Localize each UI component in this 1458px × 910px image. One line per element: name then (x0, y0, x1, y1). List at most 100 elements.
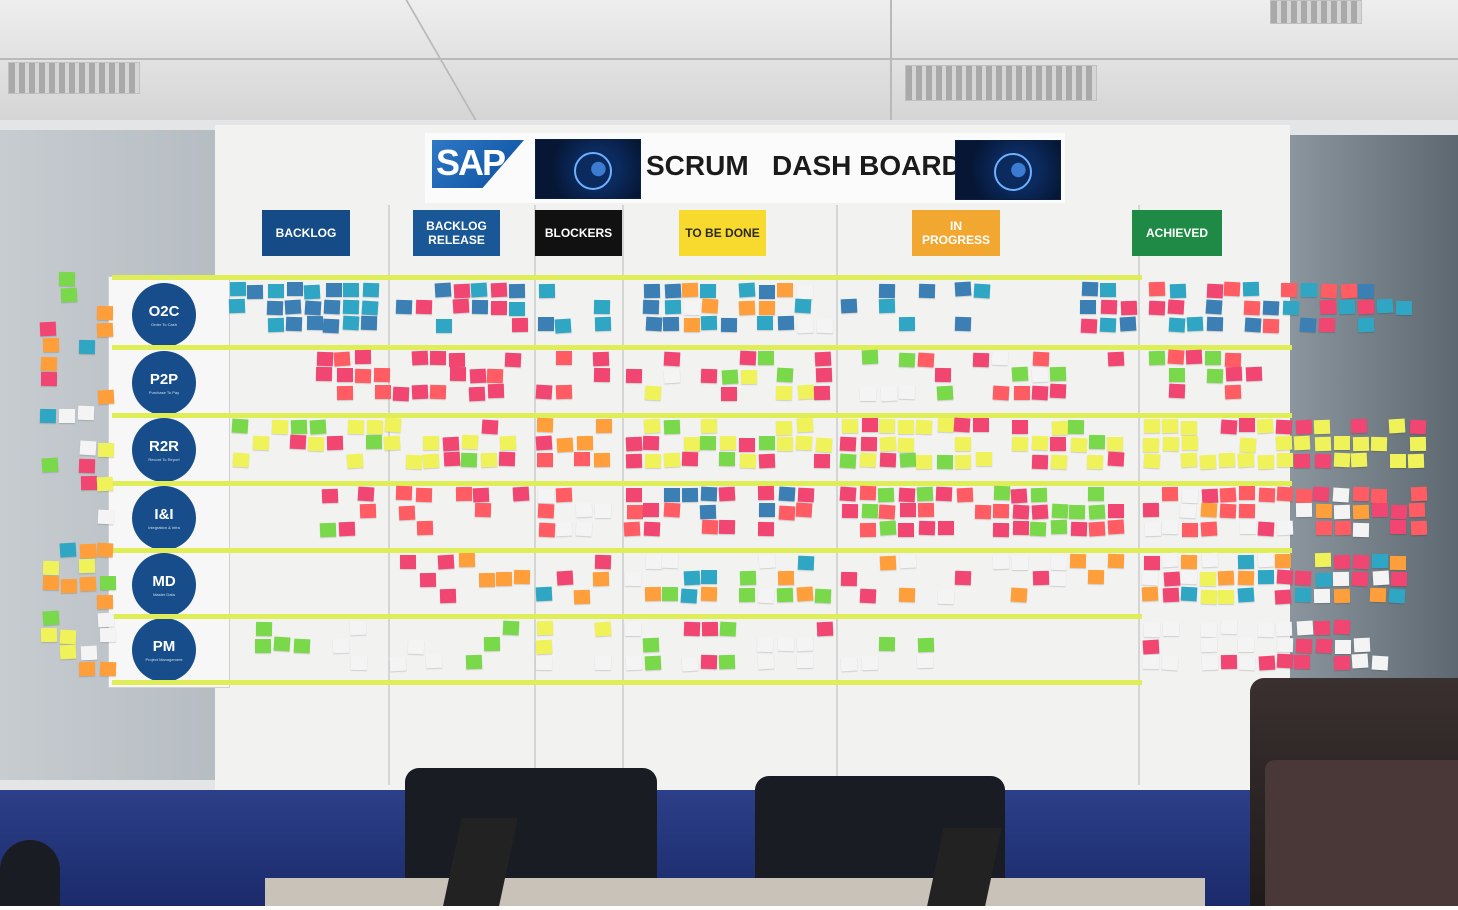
ceiling (0, 0, 1458, 125)
row-divider-tape (112, 413, 1142, 418)
sticky-note (80, 475, 98, 491)
sticky-note (777, 315, 795, 331)
sticky-note (1275, 621, 1293, 637)
sticky-note (1357, 317, 1375, 333)
sticky-note (778, 486, 796, 502)
sticky-note (936, 385, 954, 401)
sticky-note (897, 419, 915, 435)
sticky-note (80, 645, 98, 661)
sticky-note (1163, 571, 1181, 587)
sticky-note (1107, 519, 1125, 535)
sticky-note (1068, 504, 1086, 520)
row-divider-tape (112, 275, 1142, 280)
column-header-to-be-done: TO BE DONE (679, 210, 766, 256)
sticky-note (555, 521, 573, 537)
sticky-note (555, 384, 573, 400)
sticky-note (899, 452, 917, 468)
sticky-note (449, 366, 467, 382)
sticky-note (1352, 554, 1370, 570)
sticky-note (342, 315, 360, 331)
sticky-note (96, 542, 114, 558)
sticky-note (422, 435, 440, 451)
column-header-blockers: BLOCKERS (535, 210, 622, 256)
sticky-note (719, 621, 737, 637)
sticky-note (1180, 452, 1198, 468)
ceiling-grid-line (405, 0, 477, 120)
sticky-note (796, 636, 814, 652)
sticky-note (1186, 316, 1204, 332)
sticky-note (575, 502, 593, 518)
sticky-note (266, 300, 284, 316)
sticky-note (739, 570, 757, 586)
sticky-note (1333, 554, 1351, 570)
sticky-note (775, 385, 793, 401)
sticky-note (483, 636, 501, 652)
sticky-note (392, 386, 410, 402)
sticky-note (757, 654, 775, 670)
sticky-note (1031, 367, 1049, 383)
sticky-note (575, 521, 593, 537)
sticky-note (1161, 418, 1179, 434)
row-subtitle: Purchase To Pay (148, 390, 180, 395)
sticky-note (777, 570, 795, 586)
column-divider (388, 205, 390, 785)
sticky-note (644, 385, 662, 401)
sticky-note (917, 502, 935, 518)
sticky-note (1280, 282, 1298, 298)
sticky-note (42, 337, 60, 353)
sticky-note (1333, 655, 1351, 671)
sticky-note (796, 653, 814, 669)
sticky-note (915, 454, 933, 470)
sticky-note (1070, 521, 1088, 537)
sticky-note (474, 502, 492, 518)
sticky-note (415, 487, 433, 503)
sticky-note (1219, 503, 1237, 519)
sticky-note (776, 367, 794, 383)
row-subtitle: Master Data (153, 592, 175, 597)
sticky-note (273, 636, 291, 652)
sticky-note (487, 383, 505, 399)
row-divider-tape (1142, 481, 1292, 486)
sticky-note (58, 408, 76, 424)
sticky-note (293, 638, 311, 654)
sticky-note (1144, 556, 1160, 570)
sticky-note (859, 485, 877, 501)
sticky-note (246, 284, 264, 300)
sticky-note (720, 386, 738, 402)
sticky-note (954, 436, 972, 452)
row-code: O2C (148, 303, 180, 320)
sticky-note (643, 418, 661, 434)
sticky-note (860, 436, 878, 452)
row-divider-tape (1142, 413, 1292, 418)
sticky-note (434, 282, 452, 298)
sticky-note (1239, 437, 1257, 453)
sticky-note (623, 521, 641, 537)
sticky-note (645, 316, 663, 332)
sticky-note (1119, 316, 1137, 332)
sticky-note (718, 654, 736, 670)
sticky-note (1332, 571, 1350, 587)
sticky-note (1220, 619, 1238, 635)
sticky-note (1079, 299, 1097, 315)
sticky-note (756, 637, 774, 653)
sticky-note (1351, 653, 1369, 669)
sticky-note (625, 655, 643, 671)
ceiling-vent (8, 62, 140, 94)
sticky-note (915, 419, 933, 435)
sticky-note (354, 349, 372, 365)
sticky-note (96, 476, 114, 492)
sticky-note (536, 452, 554, 468)
sticky-note (861, 417, 879, 433)
sticky-note (1049, 436, 1067, 452)
sticky-note (625, 453, 643, 469)
sticky-note (1293, 453, 1311, 469)
row-divider-tape (1142, 345, 1292, 350)
sticky-note (1220, 654, 1238, 670)
sticky-note (495, 571, 513, 587)
sticky-note (918, 520, 936, 536)
sticky-note (1257, 552, 1275, 568)
sticky-note (1088, 434, 1106, 450)
sticky-note (1217, 570, 1235, 586)
sticky-note (1148, 300, 1166, 316)
sticky-note (1199, 454, 1217, 470)
